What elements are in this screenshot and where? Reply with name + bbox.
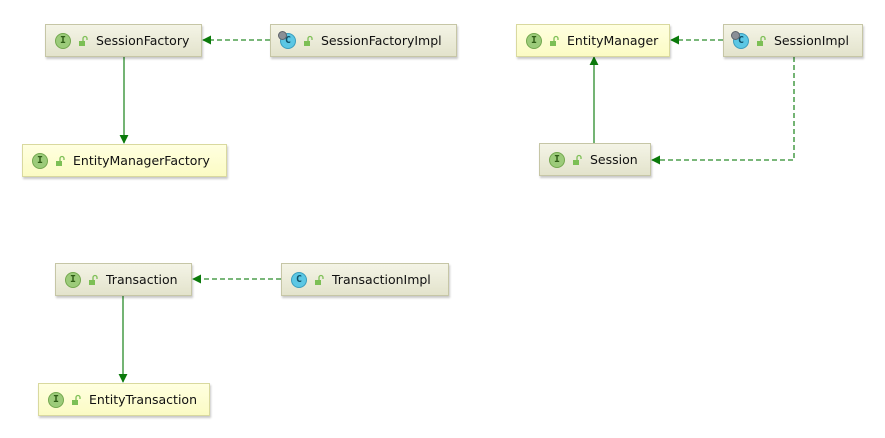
unlock-icon	[757, 35, 766, 46]
unlock-icon	[315, 274, 324, 285]
node-entity-manager[interactable]: I EntityManager	[516, 24, 670, 57]
interface-icon: I	[32, 152, 48, 169]
node-label: Transaction	[106, 272, 178, 287]
edge-session-impl-to-session	[651, 57, 795, 165]
node-entity-transaction[interactable]: I EntityTransaction	[38, 383, 210, 416]
node-session-impl[interactable]: C SessionImpl	[723, 24, 863, 57]
class-icon: C	[731, 30, 749, 49]
node-session-factory[interactable]: I SessionFactory	[45, 24, 202, 57]
node-session[interactable]: I Session	[539, 143, 651, 176]
unlock-icon	[573, 154, 582, 165]
interface-icon: I	[549, 151, 565, 168]
node-label: EntityTransaction	[89, 392, 198, 407]
node-label: EntityManager	[567, 33, 659, 48]
node-transaction-impl[interactable]: C TransactionImpl	[281, 263, 449, 296]
node-session-factory-impl[interactable]: C SessionFactoryImpl	[270, 24, 457, 57]
class-icon: C	[278, 30, 296, 49]
node-label: SessionImpl	[774, 33, 849, 48]
unlock-icon	[72, 394, 81, 405]
interface-icon: I	[55, 32, 71, 49]
class-icon: C	[291, 271, 307, 288]
abstract-marker-icon	[278, 30, 287, 40]
unlock-icon	[56, 155, 65, 166]
node-entity-manager-factory[interactable]: I EntityManagerFactory	[22, 144, 227, 177]
node-label: SessionFactory	[96, 33, 190, 48]
unlock-icon	[304, 35, 313, 46]
node-label: SessionFactoryImpl	[321, 33, 442, 48]
unlock-icon	[79, 35, 88, 46]
node-label: Session	[590, 152, 638, 167]
abstract-marker-icon	[731, 30, 740, 40]
interface-icon: I	[48, 391, 64, 408]
interface-icon: I	[526, 32, 542, 49]
interface-icon: I	[65, 271, 81, 288]
node-transaction[interactable]: I Transaction	[55, 263, 192, 296]
unlock-icon	[550, 35, 559, 46]
unlock-icon	[89, 274, 98, 285]
node-label: EntityManagerFactory	[73, 153, 210, 168]
node-label: TransactionImpl	[332, 272, 431, 287]
